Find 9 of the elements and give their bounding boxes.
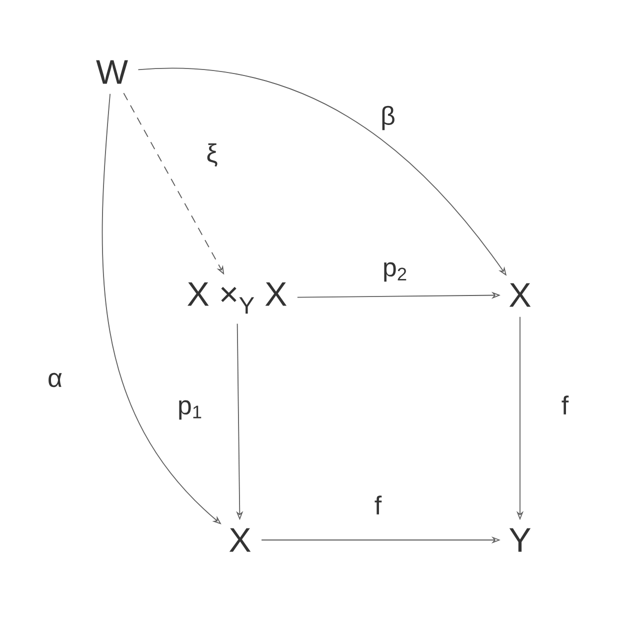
edge-label: p$_{2}$ [381,261,409,283]
edge-label: β [380,104,396,132]
edge-label: ξ [205,142,219,168]
edge-label: p$_{1}$ [176,399,204,421]
math-object: X [509,283,531,307]
math-object: Y [509,528,531,552]
math-object: X ×$_{Y}$ X [188,282,287,314]
math-object: W [96,60,128,84]
math-object: X [229,528,251,552]
